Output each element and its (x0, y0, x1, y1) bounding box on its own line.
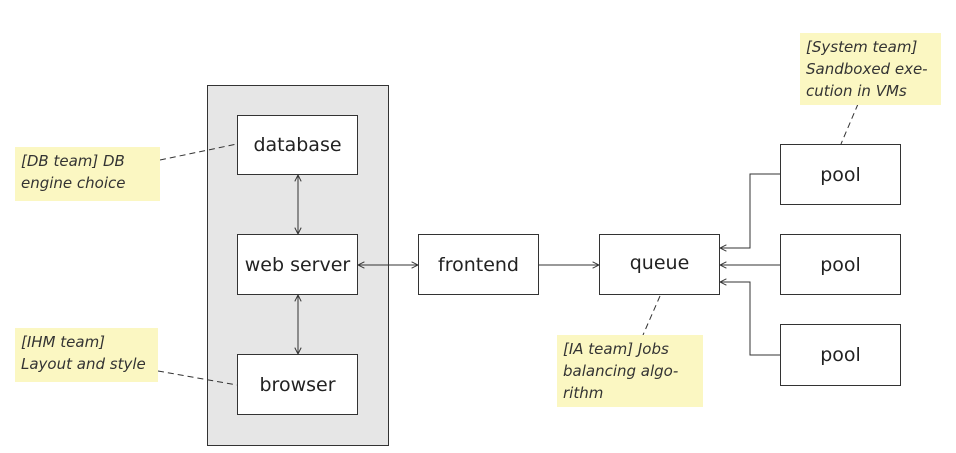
browser-node: browser (237, 354, 358, 415)
note-ihm-team: [IHM team] Layout and style (15, 328, 158, 382)
frontend-node: frontend (418, 234, 539, 295)
note-system-team-line-1: [System team] (806, 38, 918, 56)
note-db-team: [DB team] DB engine choice (15, 147, 160, 201)
note-ihm-team-line-2: Layout and style (21, 355, 146, 373)
note-ia-team-line-2: balancing algo- (563, 362, 679, 380)
note-system-team-line-2: Sandboxed exe- (806, 60, 928, 78)
pool-node-1: pool (780, 144, 901, 205)
database-node: database (237, 115, 358, 175)
web-server-node: web server (237, 234, 358, 295)
note-system-team: [System team] Sandboxed exe- cution in V… (800, 33, 941, 105)
note-ia-team: [IA team] Jobs balancing algo- rithm (557, 335, 703, 407)
note-db-team-line-1: [DB team] DB (21, 152, 125, 170)
edge-pool3-queue (720, 282, 780, 356)
note-ia-team-line-1: [IA team] Jobs (563, 340, 669, 358)
note-db-team-line-2: engine choice (21, 174, 126, 192)
edge-pool1-queue (720, 173, 780, 248)
note-ihm-team-line-1: [IHM team] (21, 333, 106, 351)
note-link-system (840, 103, 859, 145)
pool-node-2: pool (780, 234, 901, 295)
queue-node: queue (599, 234, 720, 295)
pool-node-3: pool (780, 324, 901, 386)
note-link-ia (642, 295, 661, 336)
note-system-team-line-3: cution in VMs (806, 82, 907, 100)
note-ia-team-line-3: rithm (563, 384, 604, 402)
